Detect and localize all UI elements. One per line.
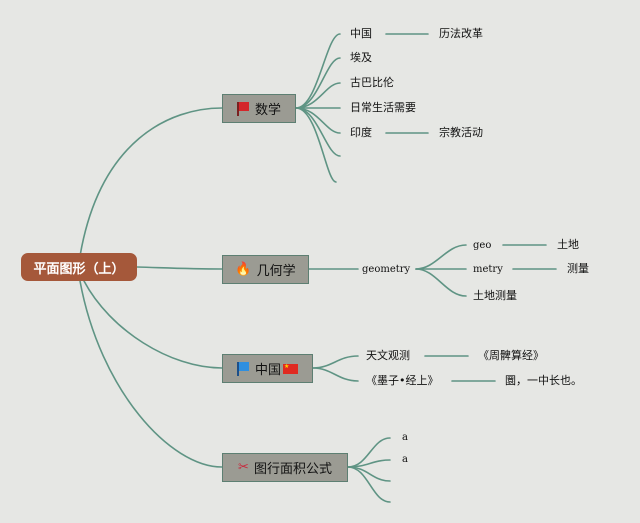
math-leaf-daily-life[interactable]: 日常生活需要 [350,101,416,114]
china-branch-line [312,367,359,382]
geometry-land-measure[interactable]: 土地测量 [473,289,517,302]
geometry-word[interactable]: geometry [362,264,411,275]
math-branch-line [295,107,337,183]
geometry-geo[interactable]: geo [473,240,492,251]
china-leaf-quote[interactable]: 圜，一中长也。 [505,374,582,387]
china-leaf-astronomy[interactable]: 天文观测 [366,349,410,362]
root-to-geometry-line [136,266,223,270]
china-branch-line [312,355,359,369]
math-branch-line [295,57,341,109]
fire-icon: 🔥 [235,262,252,277]
geometry-metry-meaning[interactable]: 测量 [567,262,589,275]
red-flag-icon [236,101,249,116]
area-branch-line [347,459,391,468]
topic-china[interactable]: 中国 [222,354,313,383]
math-branch-line [295,107,341,134]
blue-flag-icon [236,361,249,376]
math-leaf-china[interactable]: 中国 [350,27,372,40]
area-branch-line [347,466,391,503]
geometry-word-branch-line [415,244,467,270]
area-leaf-a2[interactable]: a [402,454,408,465]
root-node[interactable]: 平面图形（上） [21,253,137,281]
topic-geometry-label: 几何学 [256,264,296,279]
root-to-math-line [79,107,223,257]
math-leaf-babylon[interactable]: 古巴比伦 [350,76,394,89]
tools-icon: ✂ [238,460,249,475]
topic-area-label: 图行面积公式 [253,462,332,477]
math-branch-line [295,33,341,109]
geometry-geo-meaning[interactable]: 土地 [557,238,579,251]
geometry-word-branch-line [415,268,467,297]
math-leaf-india[interactable]: 印度 [350,126,372,139]
china-leaf-book-zhoubi[interactable]: 《周髀算经》 [478,349,544,362]
topic-area-formula[interactable]: ✂ 图行面积公式 [222,453,348,482]
math-leaf-calendar-reform[interactable]: 历法改革 [439,27,483,40]
area-branch-line [347,437,391,468]
math-leaf-egypt[interactable]: 埃及 [350,51,372,64]
root-to-china-line [83,280,223,369]
topic-math[interactable]: 数学 [222,94,296,123]
math-leaf-religious[interactable]: 宗教活动 [439,126,483,139]
root-label: 平面图形（上） [33,261,125,277]
geometry-metry[interactable]: metry [473,264,503,275]
china-leaf-book-mozi[interactable]: 《墨子•经上》 [366,374,439,387]
topic-china-label: 中国 [254,363,281,378]
topic-geometry[interactable]: 🔥 几何学 [222,255,309,284]
area-leaf-a1[interactable]: a [402,432,408,443]
topic-math-label: 数学 [254,103,281,118]
math-branch-line [295,82,341,109]
china-flag-icon [283,363,298,374]
root-to-area-line [79,280,223,468]
